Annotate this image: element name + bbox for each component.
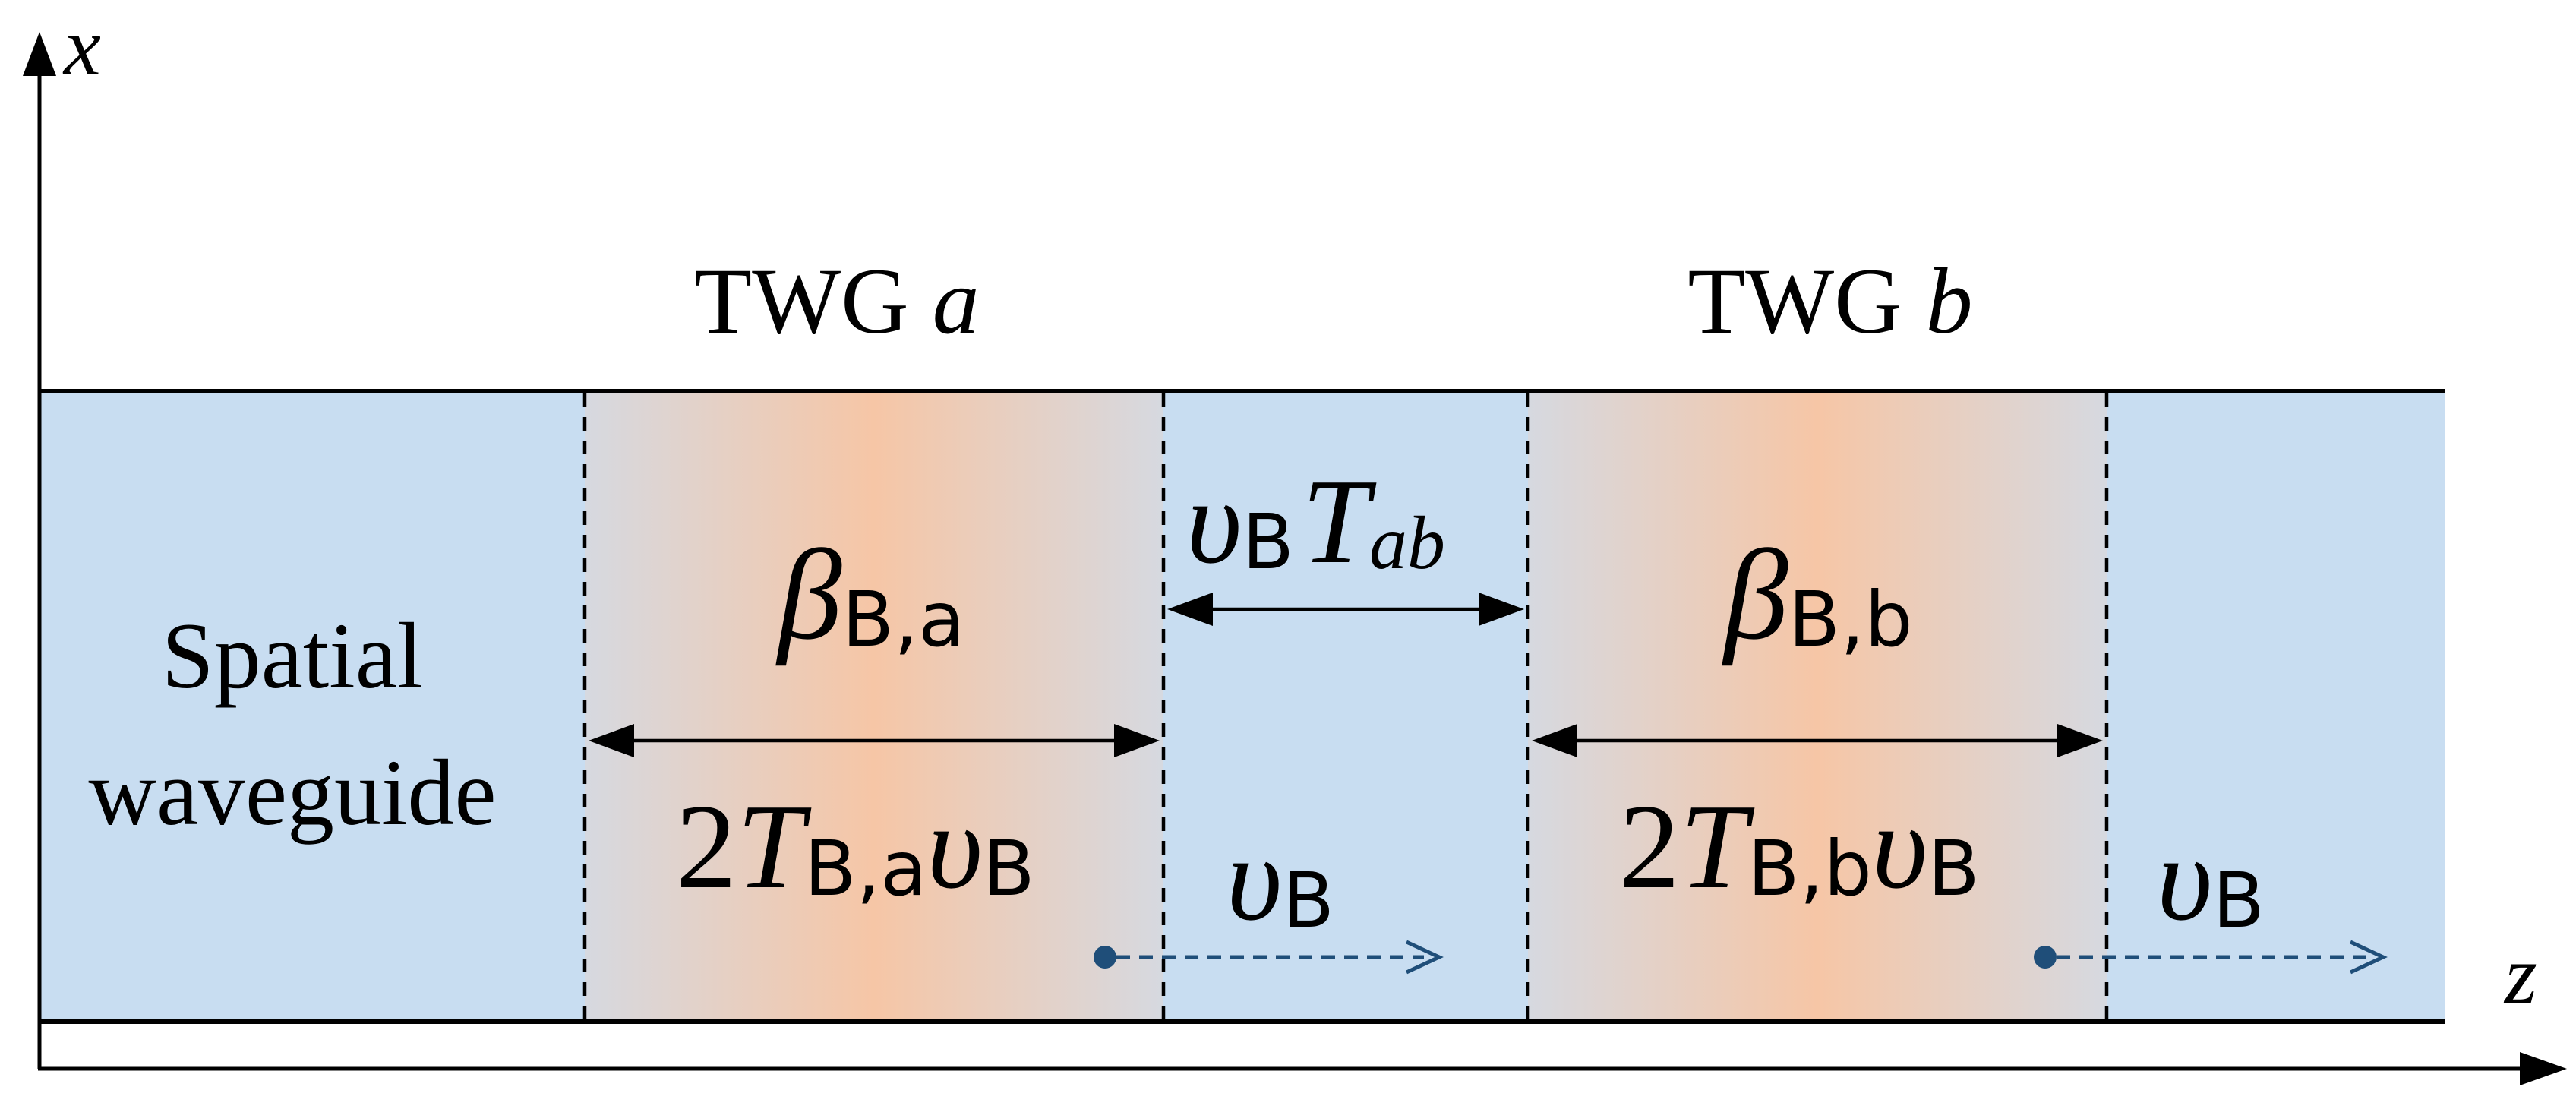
twg-a-region — [585, 391, 1163, 1022]
twg-a-arrow-left-head — [589, 724, 634, 757]
z-axis-arrowhead — [2520, 1052, 2567, 1085]
gap-length-label: υBTab — [1186, 453, 1445, 589]
x-axis-label: x — [62, 0, 101, 93]
spatial-label-line2: waveguide — [88, 741, 496, 845]
velocity-label-1: υB — [1226, 811, 1334, 946]
velocity-2-arrowhead — [2349, 940, 2388, 975]
gap-arrow-left-head — [1167, 592, 1213, 626]
velocity-1-arrowhead — [1405, 940, 1444, 975]
spatial-label-line1: Spatial — [162, 604, 423, 708]
velocity-label-2: υB — [2157, 811, 2265, 946]
twg-b-region — [1528, 391, 2107, 1022]
twg-b-length-label: 2TB,bυB — [1619, 779, 1980, 914]
velocity-2-origin-dot — [2034, 946, 2057, 969]
beta-a-label: βB,a — [775, 523, 964, 666]
gap-arrow-right-head — [1479, 592, 1524, 626]
twg-b-title: TWG b — [1687, 249, 1972, 353]
twg-b-arrow-left-head — [1532, 724, 1577, 757]
velocity-1-origin-dot — [1094, 946, 1116, 969]
twg-a-length-label: 2TB,aυB — [676, 779, 1035, 914]
twg-a-title: TWG a — [694, 249, 979, 353]
z-axis-label: z — [2503, 928, 2537, 1021]
beta-b-label: βB,b — [1722, 523, 1913, 666]
twg-a-arrow-right-head — [1114, 724, 1160, 757]
twg-b-arrow-right-head — [2057, 724, 2103, 757]
x-axis-arrowhead — [23, 32, 56, 76]
